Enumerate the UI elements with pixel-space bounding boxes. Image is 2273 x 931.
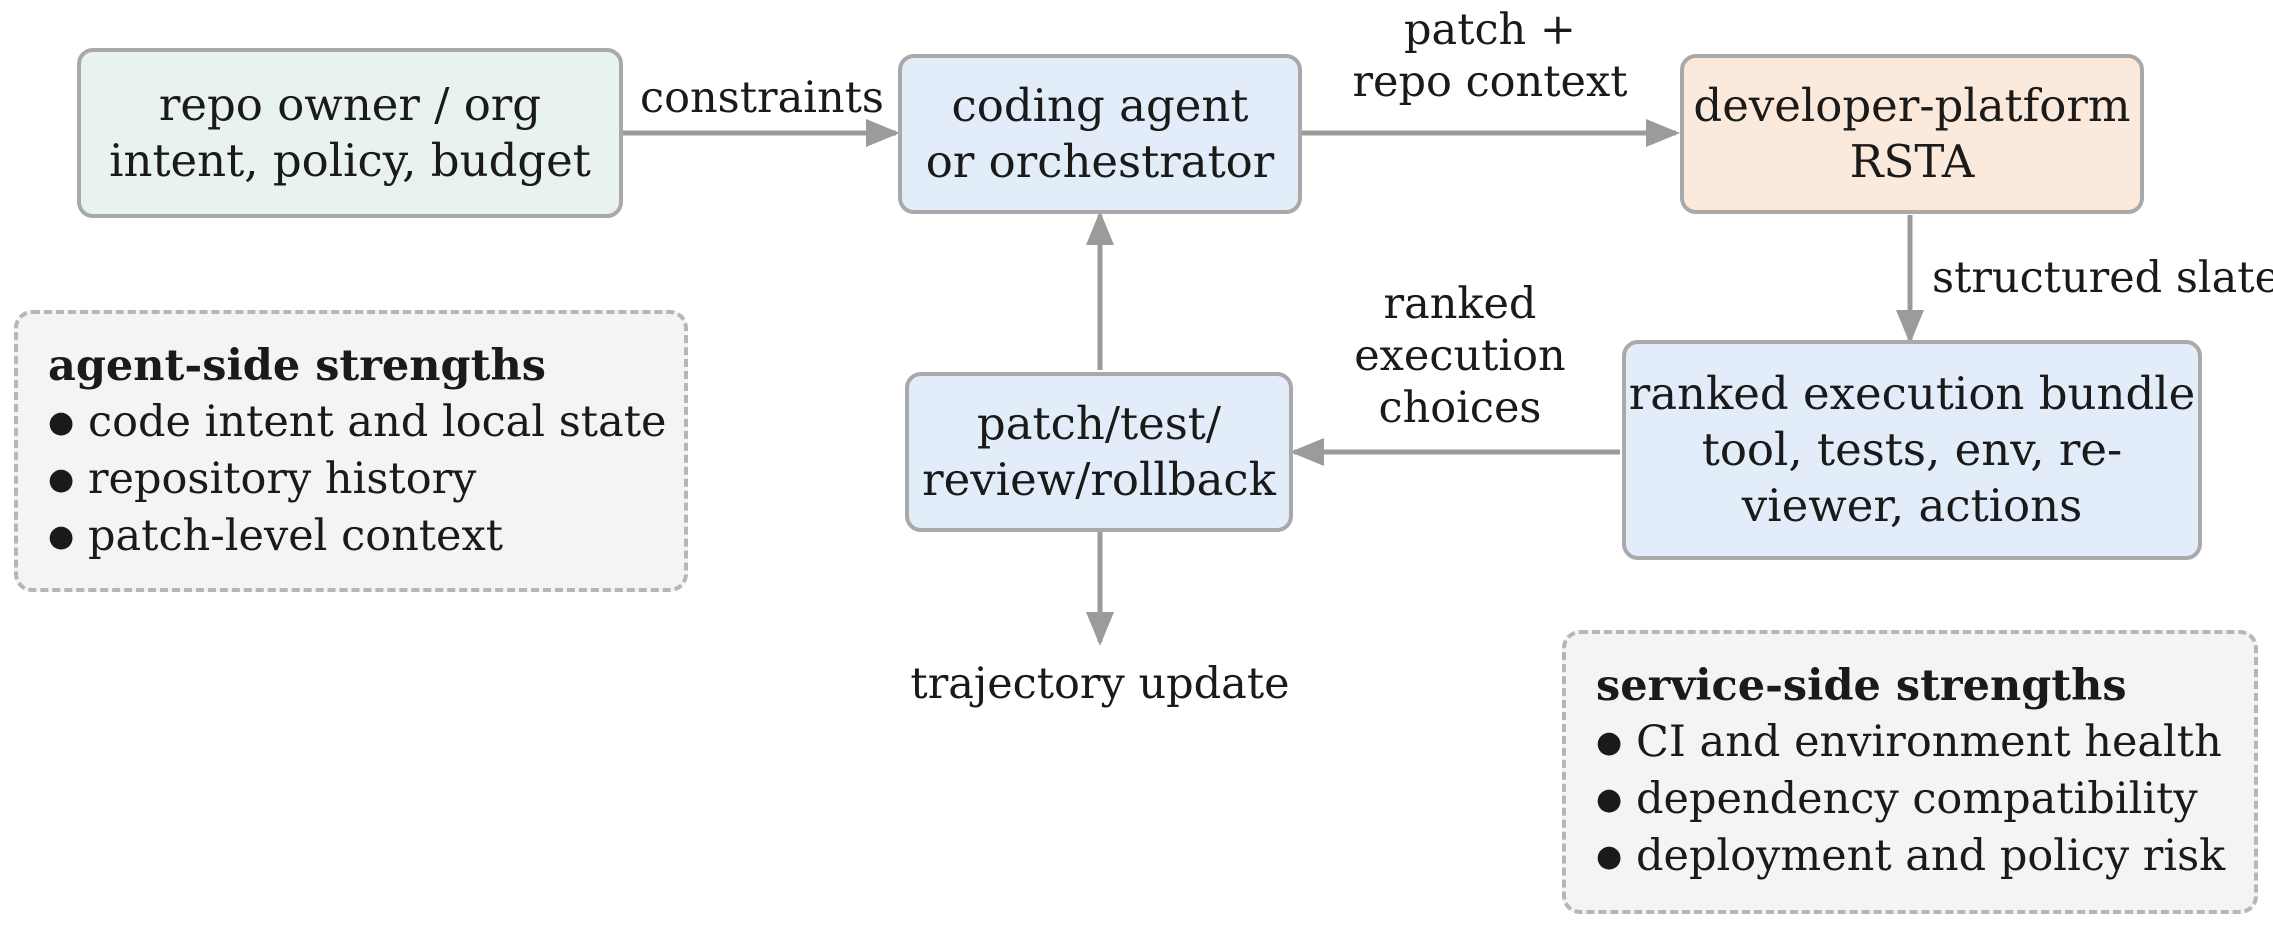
node-coding-agent-line-2: or orchestrator [925, 135, 1275, 188]
node-ranked-bundle-line-2: tool, tests, env, re- [1701, 423, 2123, 476]
service-side-strengths-title: service-side strengths [1596, 661, 2127, 711]
trajectory-update-label: trajectory update [900, 658, 1300, 710]
trajectory-update-text: trajectory update [910, 659, 1290, 709]
edge-label-patch-context-line-2: repo context [1352, 57, 1628, 107]
edge-label-constraints: constraints [640, 72, 884, 124]
node-developer-platform-line-2: RSTA [1849, 135, 1975, 188]
edge-label-structured-slate-text: structured slate [1932, 253, 2273, 303]
node-coding-agent-line-1: coding agent [951, 79, 1249, 132]
service-side-item: CI and environment health [1596, 714, 2224, 771]
node-patch-loop-line-2: review/rollback [922, 453, 1276, 506]
edge-label-ranked-choices-line-1: ranked [1383, 279, 1537, 329]
node-repo-owner: repo owner / org intent, policy, budget [77, 48, 623, 218]
agent-side-strengths-panel: agent-side strengths code intent and loc… [14, 310, 688, 592]
edge-label-patch-context: patch + repo context [1310, 4, 1670, 108]
node-developer-platform-line-1: developer-platform [1693, 79, 2131, 132]
node-repo-owner-line-2: intent, policy, budget [109, 134, 591, 187]
agent-side-item: code intent and local state [48, 394, 666, 451]
node-coding-agent: coding agent or orchestrator [898, 54, 1302, 214]
node-patch-loop-line-1: patch/test/ [976, 397, 1222, 450]
node-repo-owner-line-1: repo owner / org [158, 78, 542, 131]
edge-label-constraints-text: constraints [640, 73, 884, 123]
node-patch-loop: patch/test/ review/rollback [905, 372, 1293, 532]
service-side-strengths-panel: service-side strengths CI and environmen… [1562, 630, 2258, 914]
edge-label-ranked-choices: ranked execution choices [1300, 278, 1620, 434]
agent-side-item: repository history [48, 451, 654, 508]
edge-label-patch-context-line-1: patch + [1404, 5, 1576, 55]
service-side-item: deployment and policy risk [1596, 828, 2225, 885]
agent-side-strengths-title: agent-side strengths [48, 341, 546, 391]
node-developer-platform: developer-platform RSTA [1680, 54, 2144, 214]
edge-label-ranked-choices-line-3: choices [1378, 383, 1542, 433]
edge-label-structured-slate: structured slate [1932, 252, 2273, 304]
edge-label-ranked-choices-line-2: execution [1354, 331, 1566, 381]
node-ranked-bundle-line-1: ranked execution bundle [1628, 367, 2196, 420]
agent-side-item: patch-level context [48, 508, 654, 565]
service-side-item: dependency compatibility [1596, 771, 2224, 828]
node-ranked-bundle: ranked execution bundle tool, tests, env… [1622, 340, 2202, 560]
node-ranked-bundle-line-3: viewer, actions [1741, 479, 2083, 532]
